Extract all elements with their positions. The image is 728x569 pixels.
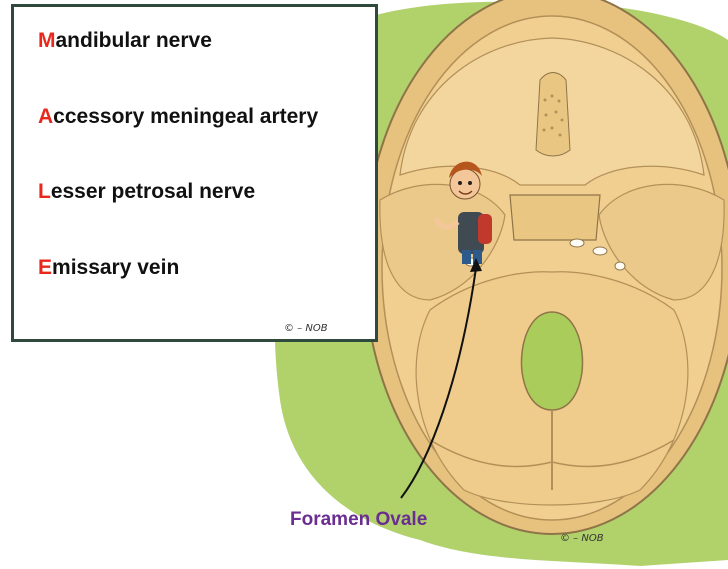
mnemonic-item-emissary-vein: Emissary vein (38, 256, 179, 280)
crista-galli (536, 73, 570, 157)
mnemonic-initial: L (38, 180, 51, 203)
foramen-right-3 (615, 262, 625, 270)
mnemonic-item-lesser-petrosal-nerve: Lesser petrosal nerve (38, 180, 255, 204)
mnemonic-signature: © – NOB (284, 323, 328, 334)
foramen-ovale-label: Foramen Ovale (290, 509, 427, 531)
mnemonic-initial: A (38, 105, 53, 128)
mnemonic-text: ccessory meningeal artery (53, 105, 318, 128)
mnemonic-initial: E (38, 256, 52, 279)
sella-turcica (510, 195, 600, 240)
mnemonic-box: Mandibular nerve Accessory meningeal art… (11, 4, 378, 342)
foramen-magnum (521, 312, 582, 410)
mnemonic-text: esser petrosal nerve (51, 180, 255, 203)
mnemonic-text: andibular nerve (56, 29, 212, 52)
diagram-signature: © – NOB (560, 533, 604, 544)
foramen-right-1 (570, 239, 584, 247)
mnemonic-text: missary vein (52, 256, 179, 279)
mnemonic-item-mandibular-nerve: Mandibular nerve (38, 29, 212, 53)
mnemonic-initial: M (38, 29, 56, 52)
foramen-right-2 (593, 247, 607, 255)
mnemonic-item-accessory-meningeal-artery: Accessory meningeal artery (38, 105, 318, 129)
